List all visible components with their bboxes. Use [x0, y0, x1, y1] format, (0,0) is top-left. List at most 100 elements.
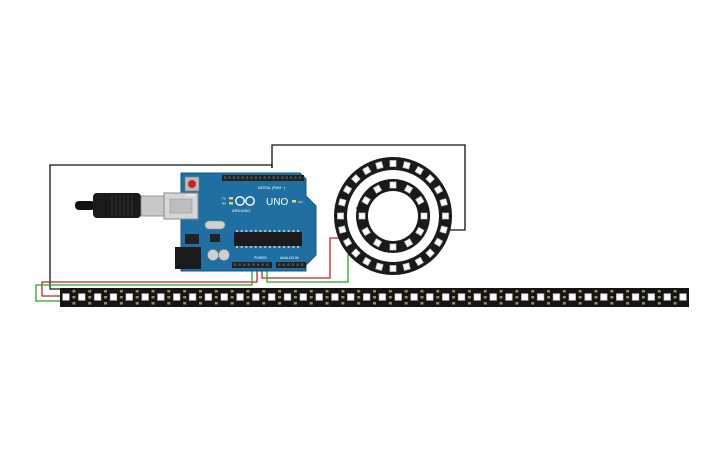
header-pin: [282, 263, 285, 266]
strip-led: [236, 293, 244, 301]
chip-pin: [240, 230, 243, 232]
chip-pin: [250, 246, 253, 248]
chip-pin: [287, 230, 290, 232]
neopixel-rings: [334, 157, 452, 275]
chip-pin: [292, 246, 295, 248]
chip-pin: [297, 230, 300, 232]
bottom-header-pins: [234, 263, 304, 266]
strip-pads: [278, 290, 282, 305]
header-pin: [261, 263, 264, 266]
power-wire-strip: [41, 268, 258, 297]
ring-led: [403, 184, 414, 194]
header-pin: [294, 176, 297, 179]
strip-pads: [104, 290, 108, 305]
header-pin: [285, 176, 288, 179]
strip-led: [457, 293, 466, 301]
strip-led: [616, 293, 624, 301]
strip-pads: [388, 290, 392, 305]
chip-pin: [254, 246, 257, 248]
strip-pads: [309, 290, 313, 305]
ring-led: [358, 212, 366, 220]
strip-led: [600, 293, 608, 301]
ring-led: [442, 212, 449, 220]
header-pin: [278, 263, 281, 266]
digital-header-pins: [224, 176, 301, 179]
usb-plug-metal: [140, 195, 166, 217]
ring-outer-leds: [337, 160, 449, 272]
ring-led: [414, 256, 424, 267]
ring-led: [338, 198, 347, 207]
strip-led: [679, 293, 687, 301]
strip-led: [93, 293, 102, 301]
strip-led: [552, 293, 561, 301]
strip-pads: [135, 290, 139, 305]
strip-pads: [404, 290, 408, 305]
strip-pads: [72, 290, 76, 305]
ring-led: [372, 238, 383, 248]
strip-pads: [641, 290, 645, 305]
strip-pads: [119, 290, 123, 305]
atmega-chip-pins: [236, 230, 300, 248]
header-pin: [281, 176, 284, 179]
header-pin: [296, 263, 299, 266]
ring-led: [389, 243, 397, 251]
analog-label: ANALOG IN: [280, 256, 299, 260]
chip-pin: [259, 246, 262, 248]
strip-pads: [373, 290, 376, 305]
on-led: [292, 200, 296, 203]
tx-led: [229, 197, 233, 200]
strip-led: [426, 293, 434, 301]
header-pin: [263, 176, 266, 179]
header-pin: [234, 263, 237, 266]
ring-led: [439, 225, 448, 234]
ring-led: [375, 161, 384, 170]
strip-pads: [357, 290, 361, 305]
header-pin: [243, 263, 246, 266]
capacitor-1: [207, 249, 219, 261]
ring-led: [433, 237, 444, 247]
strip-pads: [626, 290, 630, 305]
ring-led: [415, 195, 425, 206]
header-pin: [232, 176, 235, 179]
strip-led: [188, 293, 197, 301]
strip-pads: [657, 290, 661, 305]
ring-led: [389, 160, 397, 167]
strip-led: [647, 293, 656, 301]
strip-led: [505, 293, 513, 301]
ring-led: [338, 225, 347, 234]
strip-pads: [531, 290, 535, 305]
strip-pads: [515, 290, 519, 305]
ring-led: [439, 198, 448, 207]
header-pin: [268, 176, 271, 179]
header-pin: [272, 176, 275, 179]
chip-pin: [283, 230, 285, 232]
strip-pads: [262, 290, 266, 305]
strip-led: [521, 293, 529, 301]
strip-led: [141, 293, 149, 301]
capacitor-2: [218, 249, 230, 261]
ring-led: [362, 256, 372, 267]
strip-pads: [578, 290, 582, 305]
strip-pads: [436, 290, 440, 305]
header-pin: [298, 176, 301, 179]
strip-pads: [562, 290, 566, 305]
header-pin: [252, 263, 255, 266]
strip-pads: [610, 290, 614, 305]
chip-pin: [259, 230, 262, 232]
usb-plug-body: [93, 193, 141, 218]
strip-pads: [214, 290, 218, 305]
atmega-chip: [234, 232, 302, 246]
ring-led: [425, 174, 435, 184]
board-model: UNO: [266, 197, 288, 208]
power-wire-ring: [261, 237, 340, 279]
strip-pads: [483, 290, 487, 305]
ground-wire-ring: [271, 144, 466, 231]
chip-pin: [236, 246, 238, 248]
chip-pin: [287, 246, 290, 248]
small-ic: [210, 234, 220, 242]
chip-pin: [236, 230, 238, 232]
strip-led: [204, 293, 213, 301]
ring-led: [389, 265, 397, 272]
power-header: [232, 262, 272, 268]
